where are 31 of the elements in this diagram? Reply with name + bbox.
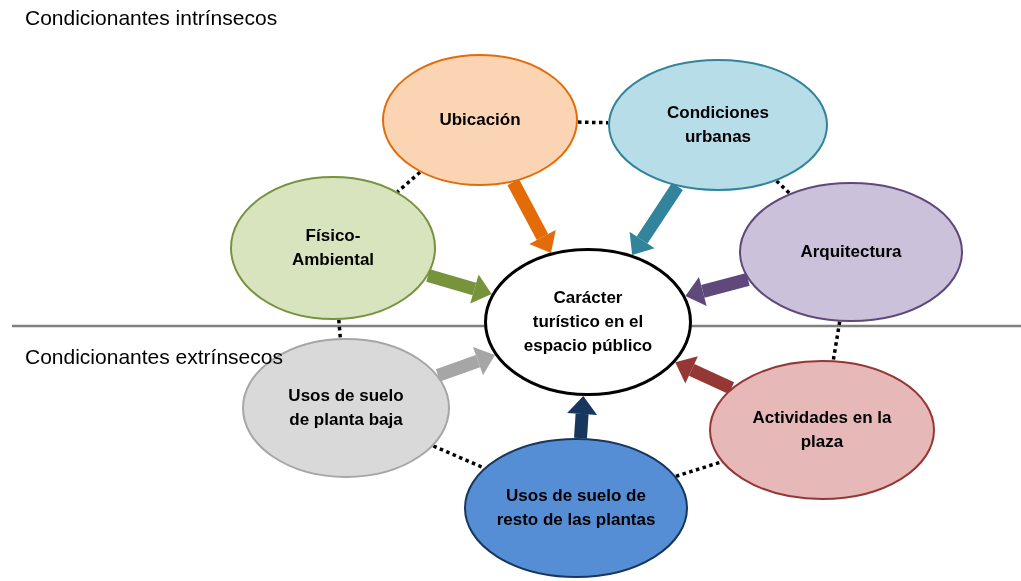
block-arrow (435, 346, 495, 382)
dotted-line (775, 179, 791, 195)
block-arrow (567, 395, 598, 439)
dotted-line (675, 460, 722, 478)
dotted-line (432, 444, 485, 470)
block-arrow (629, 182, 683, 255)
dotted-line (396, 170, 422, 194)
block-arrow (675, 356, 735, 395)
node-label: Usos de suelo de planta baja (287, 385, 405, 431)
node-label: Carácter turístico en el espacio público (523, 287, 653, 357)
section-label: Condicionantes intrínsecos (25, 5, 279, 31)
ellipse-node (709, 360, 935, 500)
block-arrow (507, 179, 556, 253)
ellipse-node (739, 182, 963, 322)
section-label: Condicionantes extrínsecos (25, 344, 284, 370)
block-arrow (426, 269, 492, 304)
node-label: Físico-Ambiental (290, 225, 376, 271)
node-label: Condiciones urbanas (666, 102, 770, 148)
node-label: Actividades en la plaza (751, 407, 893, 453)
ellipse-node (382, 54, 578, 186)
block-arrow (685, 273, 750, 306)
node-label: Arquitectura (800, 241, 902, 263)
ellipse-node (608, 59, 828, 191)
dotted-line (337, 319, 343, 339)
node-label: Ubicación (439, 109, 521, 131)
ellipse-node (464, 438, 688, 578)
node-label: Usos de suelo de resto de las plantas (496, 485, 656, 531)
dotted-line (577, 120, 609, 125)
center-ellipse (484, 248, 692, 396)
dotted-line (831, 321, 842, 361)
ellipse-node (230, 176, 436, 320)
